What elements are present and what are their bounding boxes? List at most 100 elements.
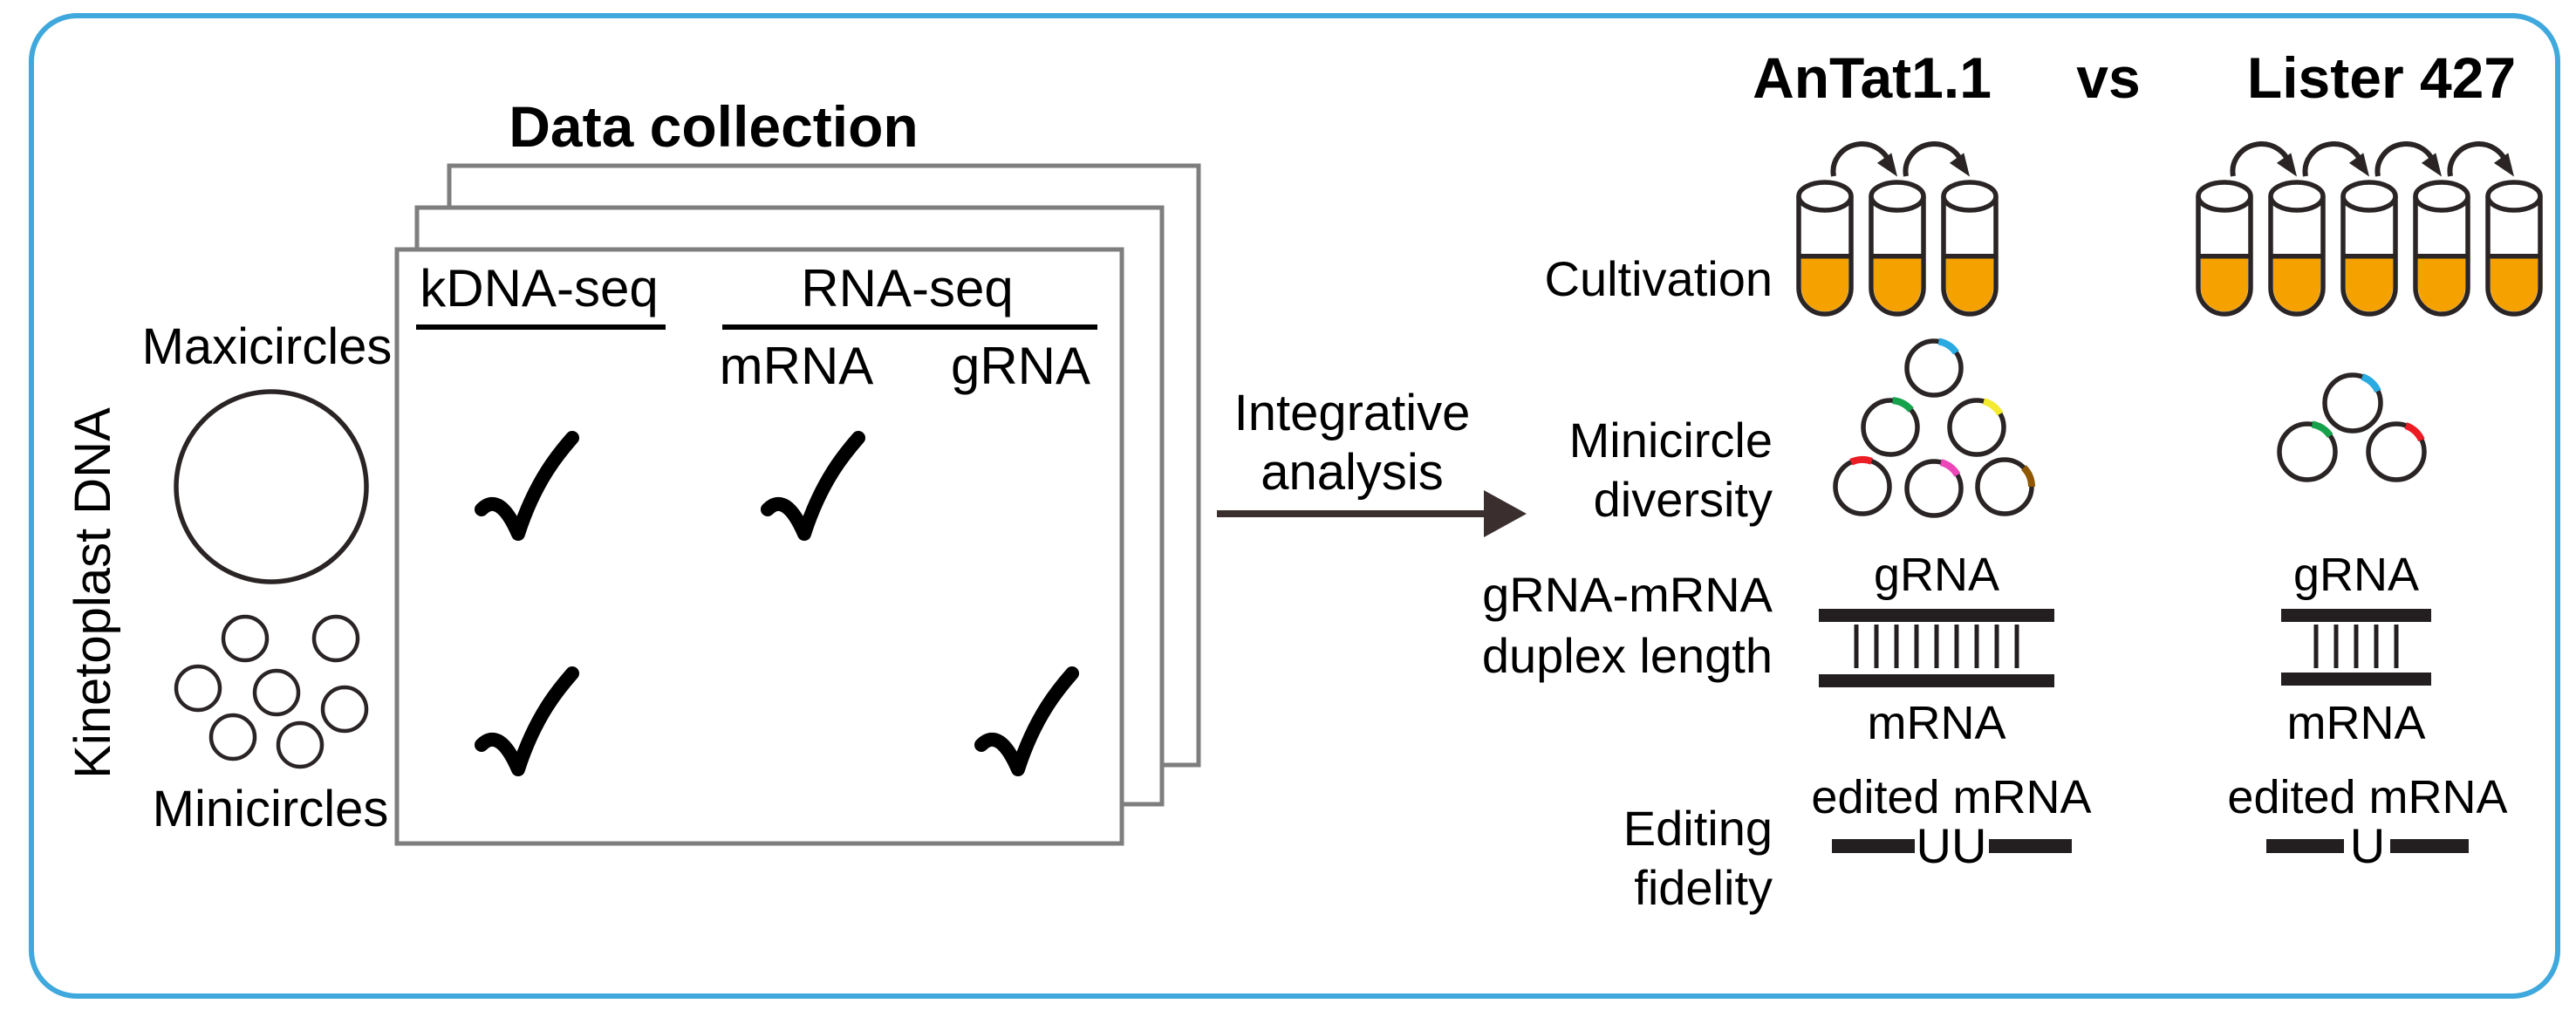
duplex-basepair-tick [1914,625,1919,668]
minicircles-label: Minicircles [152,781,389,837]
rna-seq-underline [722,324,1097,330]
edited-mrna-bar-left-lister [2266,839,2344,853]
row-label-diversity: diversity [1593,472,1773,527]
panel-border [29,13,2560,999]
test-tube-fill-line [2417,254,2466,259]
minicircle-icon [1833,457,1892,516]
test-tube-culture-fill [1801,258,1848,311]
duplex-basepair-tick [2394,625,2399,668]
checkmark-icon [475,431,579,541]
test-tube-outline [1941,196,1999,317]
test-tube-culture-fill [2346,258,2393,311]
test-tube-fill-line [2200,254,2249,259]
duplex-basepair-tick [1874,625,1879,668]
duplex-basepair-tick [2374,625,2379,668]
duplex-basepair-tick [2014,625,2019,668]
edited-mrna-label-antat: edited mRNA [1811,771,2092,823]
maxicircle-icon [174,389,369,584]
mrna-label-antat: mRNA [1867,697,2006,749]
test-tube-fill-line [1800,254,1849,259]
column-rna-seq: RNA-seq [801,259,1014,317]
minicircle-class-segment [1892,397,1914,413]
checkmark-icon [761,431,865,541]
minicircle-icon [1861,398,1920,457]
duplex-mrna-bar-lister [2281,673,2431,686]
passage-arrow-head [2493,153,2515,177]
minicircle-class-segment [2020,465,2035,488]
row-label-editing: Editing [1623,801,1773,856]
duplex-basepair-tick [2354,625,2359,668]
duplex-grna-bar-antat [1819,609,2054,622]
test-tube-culture-fill [2201,258,2248,311]
row-label-duplex-length: duplex length [1481,628,1773,683]
test-tube-opening [2340,180,2398,213]
passage-arrow-head [2276,153,2298,177]
passage-arrow-head [2421,153,2443,177]
test-tube-fill-line [1945,254,1994,259]
minicircle-icon [311,614,360,663]
test-tube-outline [2268,196,2326,317]
edited-mrna-bar-right-antat [1989,839,2072,853]
edited-mrna-bar-right-lister [2390,839,2469,853]
test-tube-fill-line [2490,254,2538,259]
test-tube-outline [2485,196,2543,317]
test-tube-opening [2485,180,2543,213]
duplex-basepair-tick [1934,625,1939,668]
passage-arrow-arc [2230,141,2292,177]
checkmark-icon [475,666,579,776]
integrative-label-line1: Integrative [1233,385,1471,441]
duplex-basepair-tick [1954,625,1959,668]
test-tube-opening [2413,180,2470,213]
test-tube-outline [2196,196,2253,317]
grna-label-antat: gRNA [1873,549,2000,601]
test-tube-culture-fill [1874,258,1921,311]
passage-arrow-head [1876,153,1898,177]
test-tube-outline [2413,196,2470,317]
kinetoplast-dna-label: Kinetoplast DNA [65,407,121,779]
subcolumn-grna: gRNA [950,337,1091,395]
test-tube-fill-line [2272,254,2321,259]
duplex-basepair-tick [1894,625,1899,668]
minicircle-icon [2322,372,2383,434]
minicircle-icon [2277,421,2338,482]
integrative-arrow-head [1484,490,1527,537]
minicircle-icon [208,713,257,761]
minicircle-class-segment [1937,338,1959,355]
subcolumn-mrna: mRNA [719,337,874,395]
duplex-grna-bar-lister [2281,609,2431,622]
passage-arrow-arc [2447,141,2510,177]
strain-header-lister: Lister 427 [2246,45,2517,110]
minicircle-icon [276,720,325,769]
test-tube-culture-fill [2491,258,2538,311]
minicircle-icon [1904,459,1964,518]
grna-label-lister: gRNA [2292,549,2420,601]
minicircle-icon [1975,457,2034,516]
test-tube-opening [1796,180,1854,213]
test-tube-opening [1869,180,1926,213]
data-collection-title: Data collection [509,94,919,159]
duplex-basepair-tick [1974,625,1979,668]
uridine-insert-antat: UU [1916,818,1987,873]
row-label-minicircle: Minicircle [1568,413,1773,468]
passage-arrow-head [2348,153,2370,177]
test-tube-fill-line [2345,254,2394,259]
maxicircles-label: Maxicircles [141,318,393,375]
row-label-cultivation: Cultivation [1544,251,1773,306]
uridine-insert-lister: U [2349,818,2386,873]
dynamic-shapes [174,141,2543,776]
duplex-basepair-tick [1994,625,1999,668]
test-tube-culture-fill [2418,258,2465,311]
minicircle-class-segment [1849,456,1873,466]
duplex-basepair-tick [2313,625,2319,668]
minicircle-icon [174,664,222,713]
test-tube-outline [1869,196,1926,317]
integrative-arrow-line [1217,510,1489,517]
duplex-basepair-tick [1854,625,1859,668]
test-tube-outline [1796,196,1854,317]
passage-arrow-arc [2302,141,2365,177]
passage-arrow-arc [1830,141,1893,177]
integrative-label-line2: analysis [1261,444,1444,501]
minicircle-class-segment [1982,398,2004,416]
